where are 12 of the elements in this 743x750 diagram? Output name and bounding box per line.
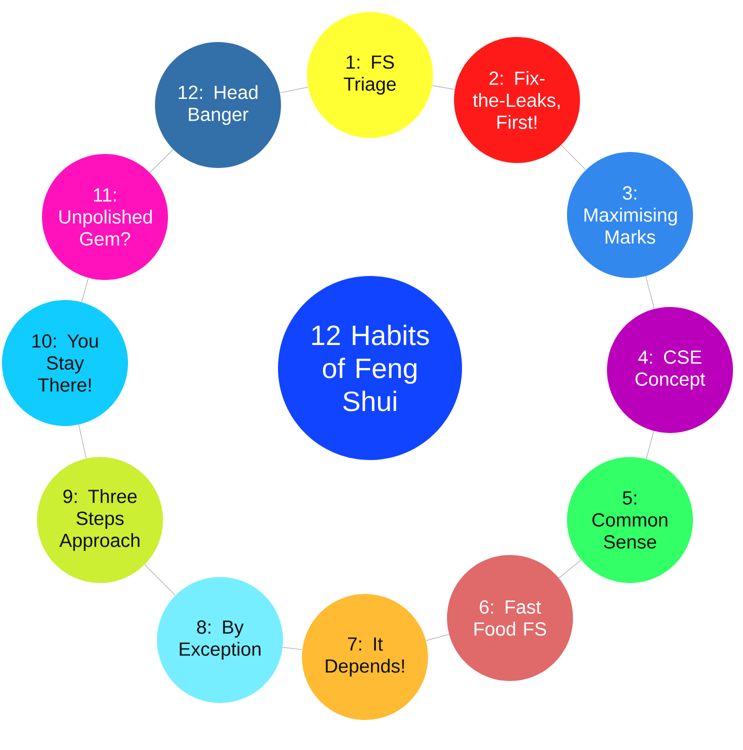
- connector-line: [426, 634, 450, 641]
- connector-line: [282, 647, 303, 650]
- connector-line: [432, 85, 455, 90]
- connector-line: [150, 149, 174, 173]
- connector-line: [646, 430, 654, 460]
- connector-line: [78, 424, 87, 459]
- connector-line: [561, 144, 586, 170]
- connector-line: [558, 560, 582, 578]
- connector-line: [81, 278, 89, 302]
- connector-line: [646, 276, 654, 310]
- connector-line: [280, 86, 308, 94]
- connector-line: [144, 564, 176, 596]
